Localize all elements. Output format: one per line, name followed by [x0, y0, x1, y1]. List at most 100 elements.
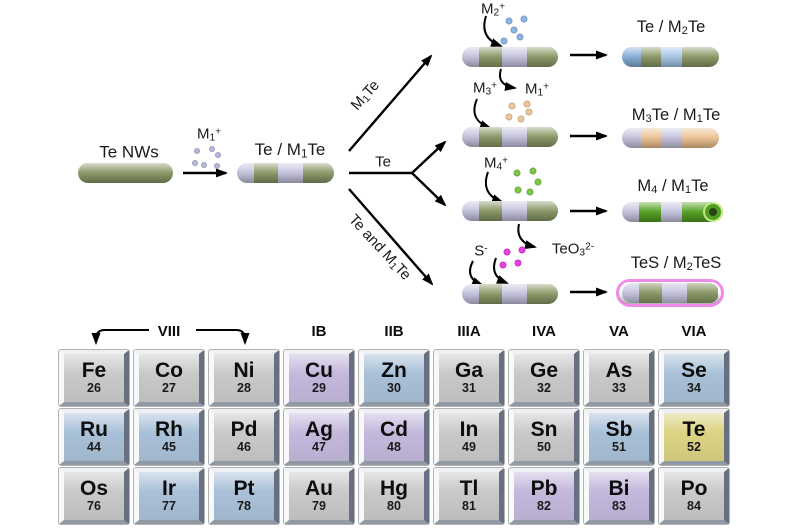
element-number: 28	[237, 381, 251, 396]
element-symbol: Ni	[233, 359, 255, 383]
element-symbol: Zn	[381, 359, 407, 383]
m4-ion-dot	[514, 186, 522, 194]
label-text: Te	[307, 140, 326, 160]
rod-segment-olive	[479, 127, 503, 147]
rod-segment-lavender	[502, 201, 528, 221]
label-subscript: 2	[681, 24, 688, 37]
label-supscript: +	[499, 1, 506, 13]
nanotube-opening-icon	[703, 202, 723, 222]
m2-ion-dot	[505, 17, 513, 25]
element-number: 31	[462, 381, 476, 396]
label-product-m3te-m1te: M3Te / M1Te	[632, 107, 721, 125]
reaction-rod-m2	[462, 47, 558, 67]
element-number: 80	[387, 499, 401, 514]
product-rod-m3te-m1te	[622, 128, 719, 148]
element-number: 51	[612, 440, 626, 455]
s-ion-dot	[514, 259, 522, 267]
element-number: 32	[537, 381, 551, 396]
product-rod-tes-m2tes	[621, 283, 719, 303]
label-subscript: 4	[651, 183, 658, 196]
element-symbol: Pd	[230, 418, 258, 442]
m4-ion-dot	[526, 188, 534, 196]
rod-segment-orange_seg	[641, 128, 661, 148]
label-supscript: +	[543, 81, 550, 93]
label-subscript: 3	[579, 247, 586, 259]
element-symbol: Fe	[81, 359, 107, 383]
curved-arrow-s-in-1	[469, 260, 484, 286]
rod-segment-lavender	[621, 283, 639, 303]
s-ion-dot	[518, 246, 526, 254]
element-symbol: Sn	[530, 418, 558, 442]
element-number: 33	[612, 381, 626, 396]
rod-segment-lavender	[462, 284, 480, 304]
label-subscript: 3	[485, 86, 492, 98]
label-te-nws: Te NWs	[99, 144, 159, 161]
rod-segment-orange_seg	[682, 128, 719, 148]
curved-arrow-m4-in	[484, 171, 504, 203]
rod-segment-lavender	[622, 202, 640, 222]
element-symbol: Te	[682, 418, 706, 442]
label-m1-released: M1+	[525, 81, 549, 98]
rod-segment-olive	[682, 47, 719, 67]
label-text: M	[524, 80, 538, 98]
label-text: S	[474, 242, 485, 260]
label-branch-m1te: M1Te	[348, 77, 383, 115]
m4-ion-dot	[513, 169, 521, 177]
element-number: 83	[612, 499, 626, 514]
m1-ion-dot	[194, 148, 200, 154]
rod-segment-lavender	[622, 128, 642, 148]
element-symbol: Cu	[305, 359, 333, 383]
label-product-tes-m2tes: TeS / M2TeS	[631, 255, 722, 273]
label-text: Te	[691, 176, 709, 195]
m3-ion-dot	[523, 100, 531, 108]
rod-segment-lavender	[462, 201, 480, 221]
label-supscript: +	[491, 80, 498, 92]
label-supscript: -	[484, 243, 488, 255]
rod-segment-lavender	[660, 128, 683, 148]
label-text: / M	[657, 176, 685, 195]
m2-ion-dot	[500, 37, 508, 45]
element-symbol: Ag	[305, 418, 333, 442]
element-symbol: Bi	[608, 477, 630, 501]
reaction-rod-s	[462, 284, 558, 304]
element-symbol: Cd	[380, 418, 408, 442]
element-number: 76	[87, 499, 101, 514]
element-number: 48	[387, 440, 401, 455]
element-symbol: Hg	[380, 477, 408, 501]
m1-ion-dot	[192, 160, 198, 166]
element-number: 45	[162, 440, 176, 455]
element-number: 30	[387, 381, 401, 396]
element-number: 49	[462, 440, 476, 455]
label-text: Te	[687, 17, 706, 36]
element-symbol: Os	[79, 477, 108, 501]
viii-bracket-left	[91, 329, 149, 345]
reaction-rod-m4	[462, 201, 558, 221]
element-number: 82	[537, 499, 551, 514]
m3-ion-dot	[508, 102, 516, 110]
element-number: 77	[162, 499, 176, 514]
rod-segment-olive	[641, 47, 661, 67]
label-s-anion: S-	[474, 244, 487, 259]
element-number: 34	[687, 381, 701, 396]
product-rod-m4-m1te	[622, 202, 719, 222]
label-supscript: +	[502, 155, 509, 167]
rod-segment-blue_seg_light	[660, 47, 683, 67]
m4-ion-dot	[529, 167, 537, 175]
label-m1-cation: M1+	[197, 126, 221, 143]
label-supscript: +	[215, 126, 222, 138]
viii-bracket-right	[196, 329, 250, 345]
m1-ion-dot	[215, 152, 221, 158]
rod-segment-green_seg	[639, 202, 661, 222]
